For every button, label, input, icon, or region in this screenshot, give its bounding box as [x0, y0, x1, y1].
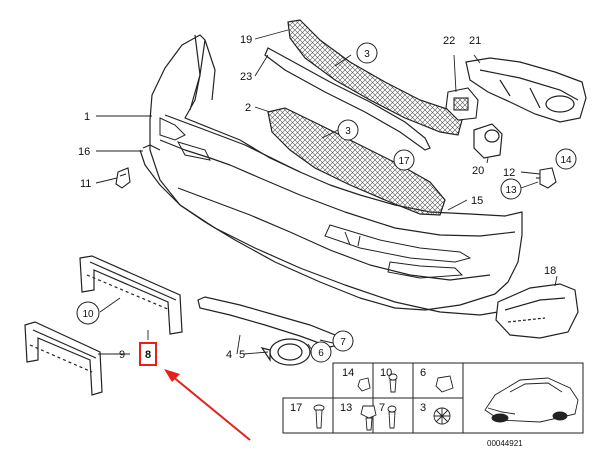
lower-grille: [267, 107, 446, 216]
callout-5: 5: [239, 349, 245, 361]
callout-22: 22: [443, 35, 455, 47]
callout-circle-14: [555, 148, 577, 170]
hardware-grid-labels: 14 10 6 17 13 7 3: [290, 367, 426, 414]
highlight-box-8: [139, 342, 157, 366]
callout-6: 6: [318, 348, 324, 359]
hw-screw-17: [313, 404, 325, 429]
callout-21: 21: [469, 35, 481, 47]
callout-2: 2: [245, 102, 251, 114]
upper-grille: [287, 19, 463, 136]
hw-label-6: 6: [420, 367, 426, 379]
bumper-cover: [139, 34, 523, 316]
lower-spoiler-strip: [197, 296, 339, 348]
callout-circle-17: [393, 149, 415, 171]
hw-nut-3: [433, 407, 451, 425]
fog-socket-20: [473, 123, 503, 159]
leader-lines: [95, 29, 558, 355]
mount-bracket-22: [445, 87, 479, 121]
license-plate-base-10: [79, 255, 183, 335]
callout-8: 8: [145, 349, 151, 361]
bumper-fog-recess-right: [324, 224, 472, 279]
callout-11: 11: [80, 178, 91, 190]
callout-18: 18: [544, 265, 556, 277]
hw-label-14: 14: [342, 367, 354, 379]
air-duct-21: [465, 57, 587, 123]
tow-hook-cover: [260, 338, 311, 366]
bumper-fog-recess-left: [159, 117, 211, 161]
clip-13-assembly: [536, 167, 557, 189]
callout-circle-7: [332, 330, 354, 352]
callout-circle-10: [76, 301, 100, 325]
callout-9: 9: [119, 349, 125, 361]
callout-3a: 3: [364, 49, 370, 60]
callout-14: 14: [560, 155, 572, 166]
hw-label-13: 13: [340, 402, 352, 414]
hw-label-3: 3: [420, 402, 426, 414]
bracket-11: [115, 167, 131, 189]
diagram-reference-number: 00044921: [487, 439, 523, 448]
callout-19: 19: [240, 34, 252, 46]
callout-17: 17: [398, 156, 410, 167]
car-silhouette: [484, 377, 579, 423]
callout-23: 23: [240, 71, 252, 83]
callout-20: 20: [472, 165, 484, 177]
callout-7: 7: [340, 337, 346, 348]
callout-circle-3a: [356, 42, 378, 64]
hw-label-7: 7: [379, 402, 385, 414]
callout-10: 10: [82, 309, 94, 320]
callout-15: 15: [471, 195, 483, 207]
bumper-corner-18: [495, 283, 579, 339]
callout-4: 4: [226, 349, 232, 361]
hw-nut-14: [357, 377, 371, 392]
callout-1: 1: [84, 111, 90, 123]
hw-nut-6: [435, 375, 454, 393]
callout-labels: 1 16 11 2 19 23 22 21 20 12 15 18 4 5 9 …: [76, 34, 577, 366]
hw-clip-13: [360, 405, 377, 431]
callout-circle-3b: [337, 119, 359, 141]
hw-clip-7: [387, 405, 397, 429]
callout-12: 12: [503, 167, 515, 179]
callout-3b: 3: [345, 126, 351, 137]
callout-16: 16: [78, 146, 90, 158]
hw-clip-10: [388, 373, 398, 393]
red-pointer-arrow: [164, 369, 251, 441]
callout-13: 13: [505, 185, 517, 196]
hw-label-10: 10: [380, 367, 392, 379]
license-plate-holder-9: [24, 321, 103, 396]
hw-label-17: 17: [290, 402, 302, 414]
trim-strip-23: [264, 47, 431, 151]
callout-circle-6: [310, 341, 332, 363]
callout-circle-13: [500, 178, 522, 200]
